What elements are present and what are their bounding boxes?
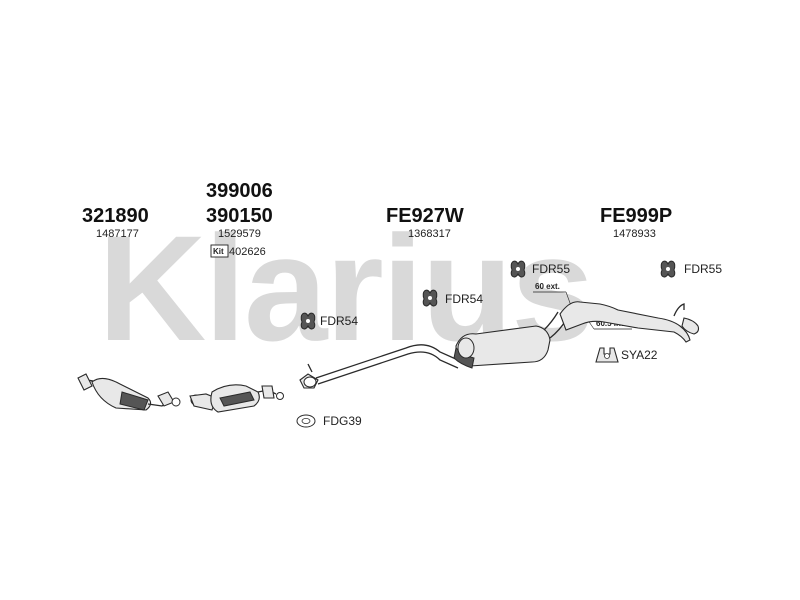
part-number-321890[interactable]: 321890: [82, 205, 149, 227]
fitting-sya22[interactable]: SYA22: [621, 348, 658, 362]
part-321890-drawing[interactable]: [77, 373, 181, 411]
part-fe999p-drawing[interactable]: [559, 301, 700, 343]
part-ref-fe927w: 1368317: [408, 228, 451, 240]
fitting-fdg39[interactable]: FDG39: [323, 414, 362, 428]
rubber-mount-icon: [660, 260, 676, 278]
part-number-390150[interactable]: 390150: [206, 205, 273, 227]
fitting-fdr54-b[interactable]: FDR54: [445, 292, 483, 306]
dimension-60-ext: 60 ext.: [535, 282, 560, 291]
gasket-icon: [296, 414, 316, 428]
rubber-mount-icon: [422, 289, 438, 307]
bracket-icon: [595, 347, 619, 363]
part-ref-321890: 1487177: [96, 228, 139, 240]
rubber-mount-icon: [300, 312, 316, 330]
part-ref-390150: 1529579: [218, 228, 261, 240]
part-ref-fe999p: 1478933: [613, 228, 656, 240]
kit-badge[interactable]: Kit: [210, 244, 229, 258]
rubber-mount-icon: [510, 260, 526, 278]
kit-badge-label: Kit: [213, 247, 224, 256]
part-fe927w-drawing[interactable]: [299, 311, 567, 389]
fitting-fdr55-b[interactable]: FDR55: [684, 262, 722, 276]
part-number-fe999p[interactable]: FE999P: [600, 205, 672, 227]
part-390150-drawing[interactable]: [189, 384, 284, 413]
fitting-fdr54-a[interactable]: FDR54: [320, 314, 358, 328]
kit-ref: 402626: [229, 246, 266, 258]
part-number-fe927w[interactable]: FE927W: [386, 205, 464, 227]
part-number-399006[interactable]: 399006: [206, 180, 273, 202]
fitting-fdr55-a[interactable]: FDR55: [532, 262, 570, 276]
